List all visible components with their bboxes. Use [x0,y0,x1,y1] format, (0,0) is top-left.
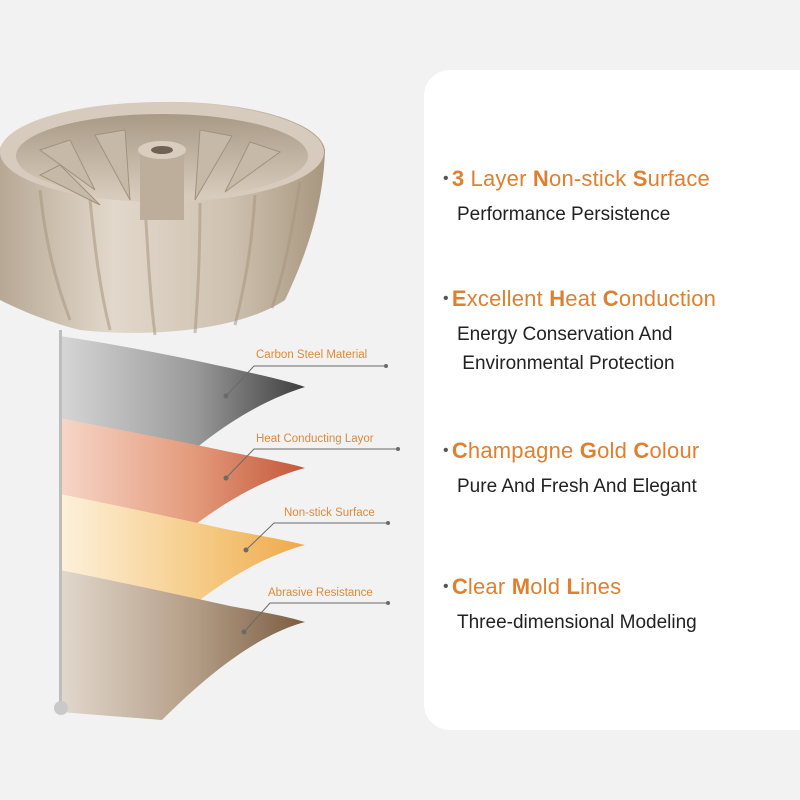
feature-item: •Excellent Heat Conduction Energy Conser… [443,286,793,378]
feature-subtitle: Performance Persistence [457,200,793,229]
feature-title-segment: 3 [451,166,465,191]
feature-subtitle: Three-dimensional Modeling [457,608,793,637]
feature-title-segment: N [532,166,550,191]
feature-title-segment: hampagne [467,438,580,463]
feature-title-segment: old [530,574,567,599]
feature-title-segment: olour [649,438,700,463]
leader-line-carbon-steel [225,365,386,397]
feature-title: •Clear Mold Lines [443,574,793,600]
feature-title-segment: M [511,574,531,599]
bundt-pan-image [0,101,325,336]
feature-title: •Champagne Gold Colour [443,438,793,464]
feature-title-segment: urface [647,166,710,191]
feature-subtitle: Energy Conservation And Environmental Pr… [457,320,793,378]
layer-label-carbon-steel: Carbon Steel Material [256,349,368,361]
feature-title-segment: C [451,574,468,599]
feature-title-segment: H [549,286,566,311]
feature-title-segment: E [451,286,467,311]
bullet-dot-icon: • [443,442,449,459]
feature-subtitle: Pure And Fresh And Elegant [457,472,793,501]
bullet-dot-icon: • [443,170,449,187]
feature-title-segment: L [566,574,581,599]
leader-line-abrasive [243,602,388,633]
feature-title: •3 Layer Non-stick Surface [443,166,793,192]
leader-line-non-stick [245,522,388,551]
feature-title-segment: lear [467,574,512,599]
layer-sheet-abrasive [60,570,305,720]
feature-title-segment: eat [565,286,603,311]
feature-title-segment: G [579,438,598,463]
feature-title-segment: C [602,286,619,311]
feature-title: •Excellent Heat Conduction [443,286,793,312]
feature-subtitle-line: Three-dimensional Modeling [457,612,697,633]
layer-label-heat-conducting: Heat Conducting Layor [256,433,374,445]
bullet-dot-icon: • [443,290,449,307]
feature-item: •Clear Mold Lines Three-dimensional Mode… [443,574,793,637]
feature-item: •Champagne Gold Colour Pure And Fresh An… [443,438,793,501]
feature-title-segment: C [451,438,468,463]
feature-title-segment: onduction [618,286,717,311]
feature-title-segment: C [633,438,650,463]
bullet-dot-icon: • [443,578,449,595]
feature-title-segment: xcellent [466,286,550,311]
feature-item: •3 Layer Non-stick Surface Performance P… [443,166,793,229]
feature-card [424,70,800,730]
layer-label-abrasive: Abrasive Resistance [268,587,373,599]
indicator-pole [59,330,62,708]
feature-title-segment: S [632,166,648,191]
feature-subtitle-line: Environmental Protection [457,353,675,374]
layer-label-non-stick: Non-stick Surface [284,507,375,519]
feature-title-segment: old [597,438,634,463]
feature-subtitle-line: Pure And Fresh And Elegant [457,476,697,497]
feature-subtitle-line: Energy Conservation And [457,324,673,345]
leader-line-heat-conducting [225,448,398,479]
feature-title-segment: on-stick [549,166,633,191]
feature-title-segment: ines [580,574,622,599]
feature-title-segment: Layer [464,166,533,191]
indicator-pole-end [54,701,68,715]
feature-subtitle-line: Performance Persistence [457,204,671,225]
